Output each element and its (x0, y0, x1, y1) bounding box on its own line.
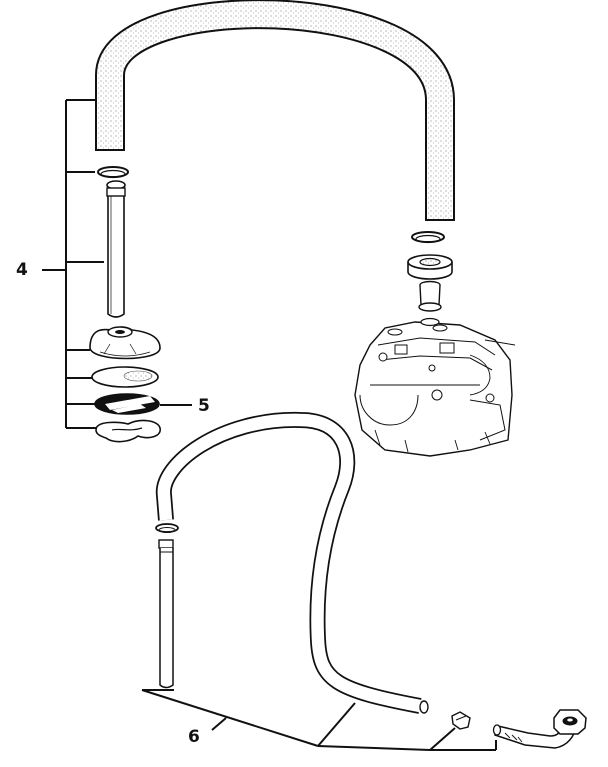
inlet-nipple (418, 280, 442, 312)
small-nut-fitting (451, 711, 471, 730)
thick-washer (407, 254, 453, 280)
screen-disc (91, 366, 159, 388)
short-tube-lower (158, 539, 174, 689)
vertical-pipe-left (106, 180, 126, 318)
callout-bracket-4 (42, 99, 104, 429)
callout-label-4: 4 (16, 260, 28, 280)
upper-arched-hose (95, 0, 455, 221)
elbow-fitting (492, 709, 587, 749)
callout-label-5: 5 (198, 396, 210, 416)
hose-clamp-ring-right (411, 231, 445, 244)
callout-bracket-6 (141, 689, 497, 751)
lower-long-hose (155, 411, 429, 714)
hose-clamp-ring-left (97, 166, 129, 179)
callout-label-6: 6 (188, 727, 200, 747)
domed-valve-cap (89, 326, 161, 360)
hose-clamp-ring-lower (155, 523, 179, 533)
engine-cylinder-block (354, 317, 516, 457)
gasket (95, 419, 161, 443)
reed-valve-disc (94, 393, 160, 415)
